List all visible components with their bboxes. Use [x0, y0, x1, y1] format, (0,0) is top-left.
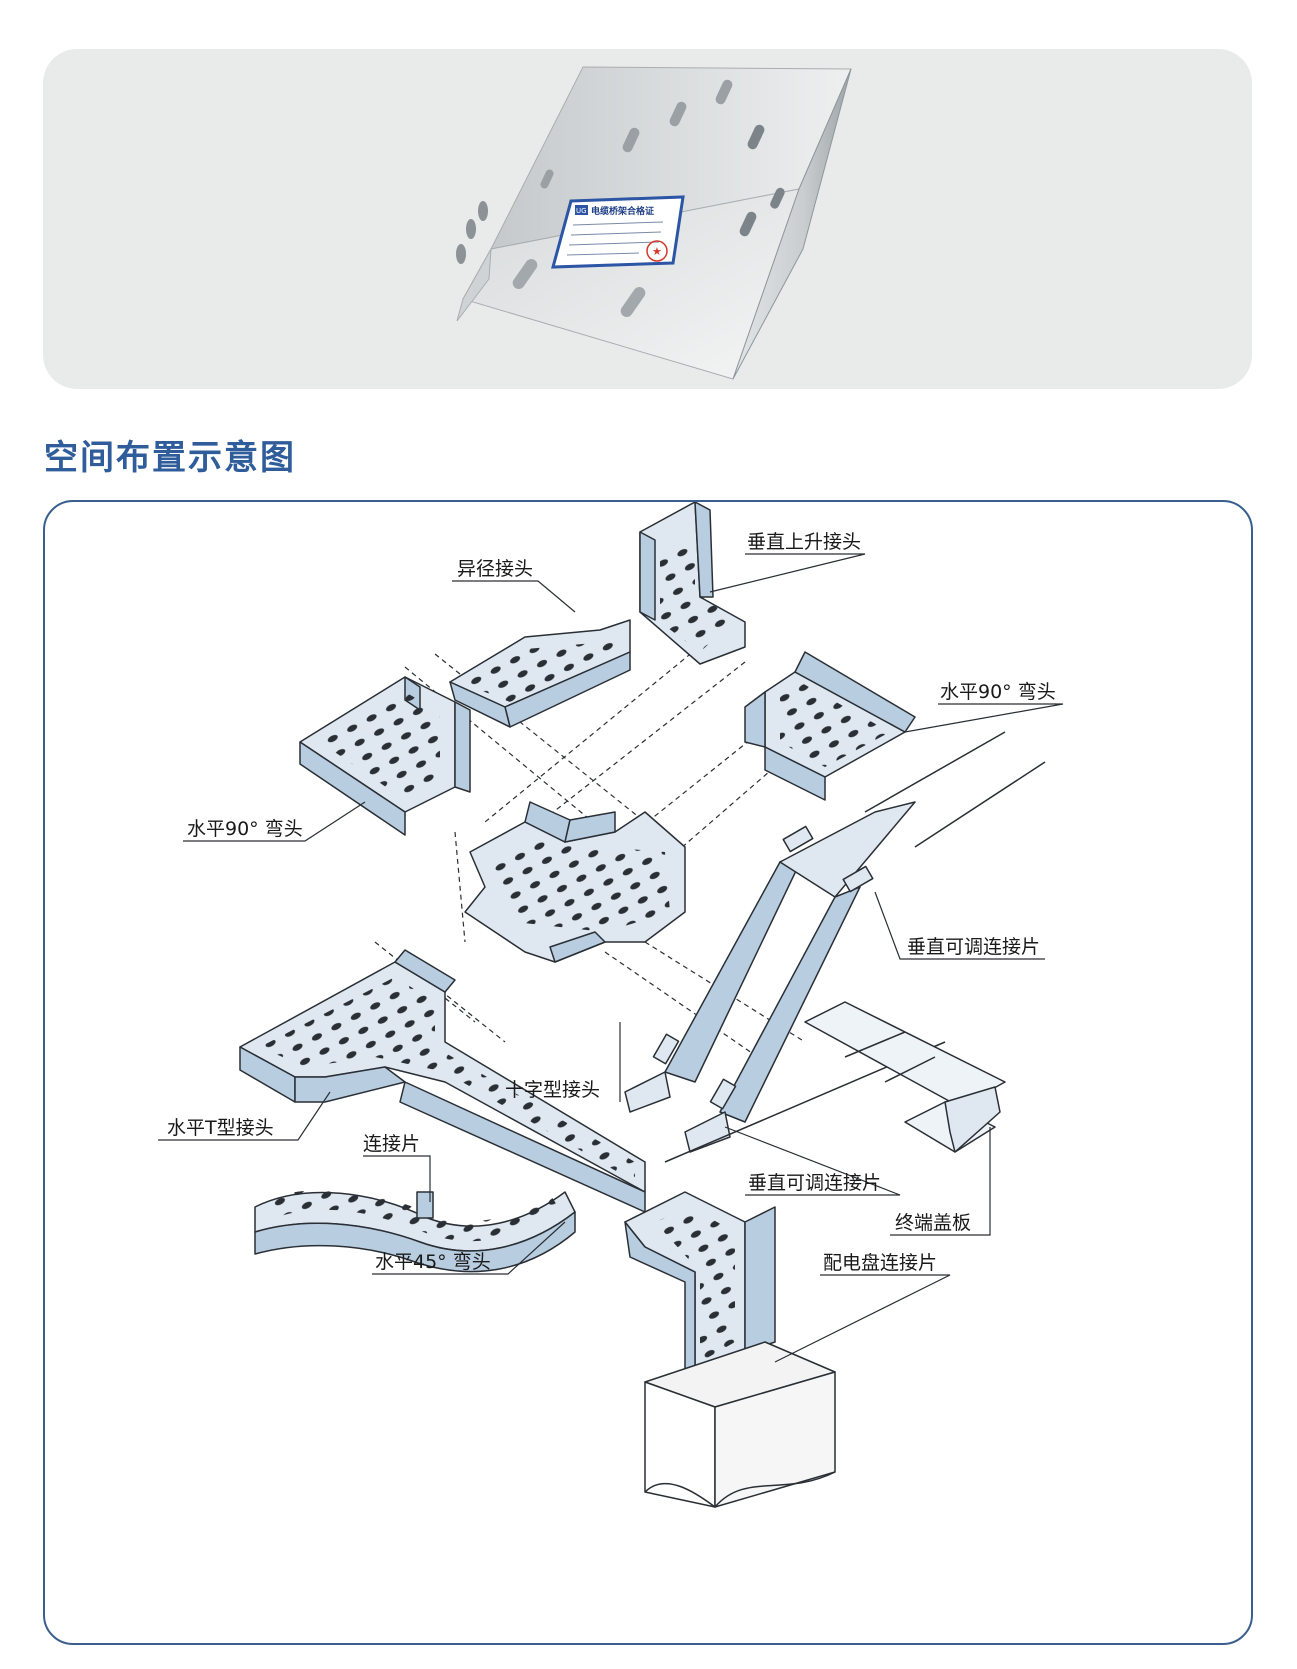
callout-panel-connector: 配电盘连接片: [823, 1252, 938, 1274]
tee-joint-part: [239, 949, 646, 1213]
product-photo-panel: UG 电缆桥架合格证 ★: [43, 49, 1252, 389]
incline-tray-part: [624, 731, 1046, 1163]
isometric-layout-diagram: [158, 502, 1064, 1508]
callout-connector-plate: 连接片: [363, 1133, 421, 1155]
callout-reducer: 异径接头: [457, 558, 534, 580]
star-icon: ★: [652, 245, 662, 258]
callout-vertical-riser: 垂直上升接头: [747, 531, 862, 553]
label-logo: UG: [576, 207, 587, 215]
section-title: 空间布置示意图: [44, 438, 296, 478]
callout-elbow-90-left: 水平90° 弯头: [187, 818, 303, 840]
label-title: 电缆桥架合格证: [591, 205, 654, 217]
leader-lines: [158, 553, 1064, 1363]
callout-end-cover: 终端盖板: [895, 1212, 972, 1234]
elbow-90-right-part: [744, 651, 916, 801]
vertical-riser-part: [639, 502, 746, 665]
concrete-column: [644, 1341, 836, 1508]
layout-diagram-frame: 异径接头 垂直上升接头 水平90° 弯头 水平90° 弯头 垂直可调连接片 十字…: [43, 500, 1253, 1645]
product-label: UG 电缆桥架合格证 ★: [551, 195, 685, 269]
callout-adjustable-plate-lower: 垂直可调连接片: [748, 1172, 882, 1194]
elbow-90-left-part: [299, 676, 471, 836]
cable-tray-photo: UG 电缆桥架合格证 ★: [456, 66, 852, 380]
horizontal-ladder-part: [804, 1001, 1006, 1153]
reducer-part: [449, 619, 631, 728]
elbow-45-part: [254, 1189, 576, 1273]
callout-cross-joint: 十字型接头: [505, 1079, 601, 1101]
callout-adjustable-plate-upper: 垂直可调连接片: [907, 936, 1041, 958]
callout-elbow-45: 水平45° 弯头: [375, 1251, 491, 1273]
connector-plate-part: [416, 1191, 434, 1219]
cross-joint-part: [464, 801, 686, 963]
callout-tee-joint: 水平T型接头: [167, 1117, 274, 1139]
callout-elbow-90-right: 水平90° 弯头: [940, 681, 1056, 703]
